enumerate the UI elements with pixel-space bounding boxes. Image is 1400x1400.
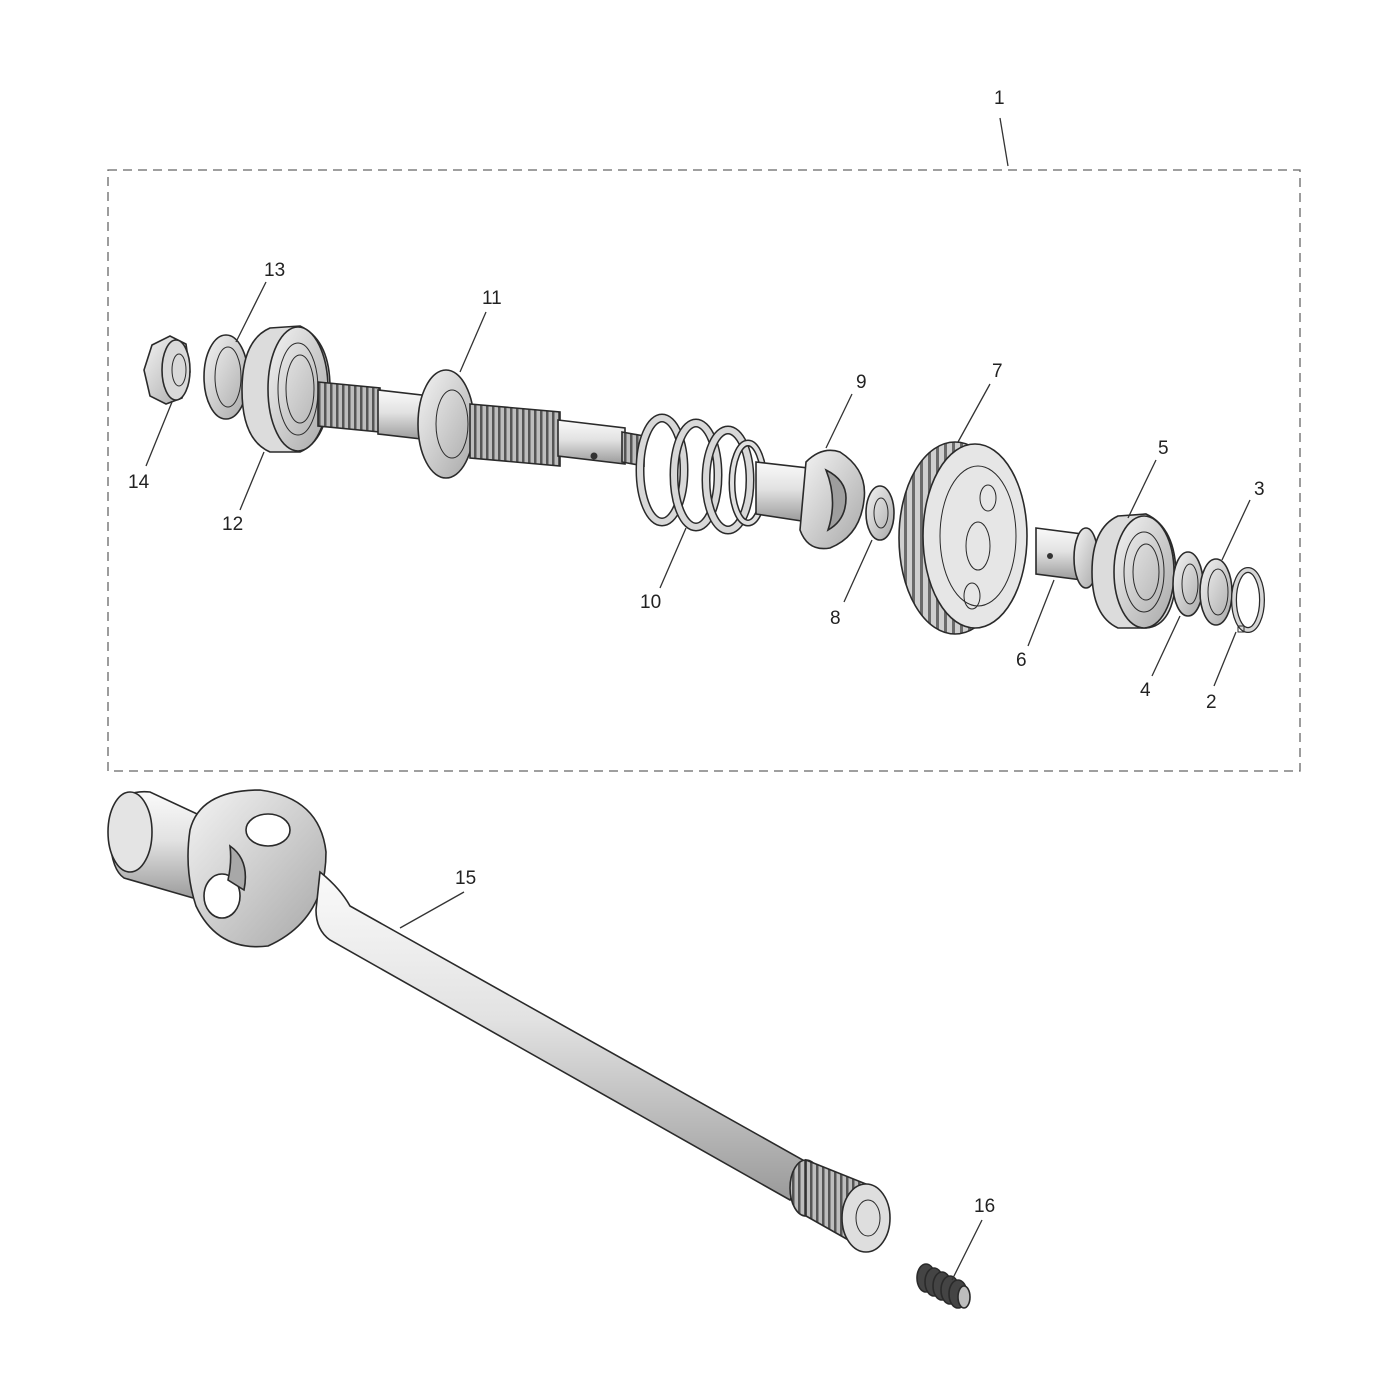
leader-11: [459, 311, 487, 373]
shaft-assembly: [143, 325, 1265, 635]
callout-6: 6: [1016, 650, 1027, 671]
part-4-clip: [1172, 551, 1204, 617]
shaft-tube: [755, 461, 809, 523]
leader-lines: [145, 117, 1251, 1281]
callout-12: 12: [222, 514, 243, 535]
part-3-shim: [1199, 558, 1233, 626]
callout-15: 15: [455, 868, 476, 889]
callout-13: 13: [264, 260, 285, 281]
leader-8: [843, 539, 873, 603]
callout-7: 7: [992, 361, 1003, 382]
part-16-spring: [916, 1263, 971, 1309]
leader-2: [1213, 631, 1237, 687]
part-12-bearing: [241, 325, 331, 453]
callout-3: 3: [1254, 479, 1265, 500]
callout-11: 11: [482, 288, 502, 309]
leader-15: [399, 891, 465, 929]
leader-3: [1221, 499, 1251, 561]
part-14-nut: [143, 335, 191, 405]
callout-10: 10: [640, 592, 661, 613]
part-2-circlip: [1231, 567, 1265, 633]
drive-shaft-splined-end: [789, 1158, 891, 1253]
assembly-boundary-box: [107, 169, 1301, 772]
leader-9: [825, 393, 853, 449]
callout-9: 9: [856, 372, 867, 393]
part-15-drive-shaft: [107, 789, 891, 1253]
leader-4: [1151, 615, 1181, 677]
callout-2: 2: [1206, 692, 1217, 713]
callout-1: 1: [994, 88, 1005, 109]
leader-10: [659, 527, 687, 589]
leader-13: [235, 281, 267, 343]
part-6-spacer: [1035, 527, 1099, 589]
leader-16: [951, 1219, 983, 1281]
part-8-washer: [865, 485, 895, 541]
callout-8: 8: [830, 608, 841, 629]
part-11-main-shaft: [317, 369, 645, 479]
part-9-cam: [799, 449, 866, 550]
callout-5: 5: [1158, 438, 1169, 459]
leader-6: [1027, 579, 1055, 647]
callout-4: 4: [1140, 680, 1151, 701]
part-7-gear: [898, 441, 1028, 635]
callout-16: 16: [974, 1196, 995, 1217]
leader-7: [957, 383, 991, 443]
leader-12: [239, 451, 265, 511]
part-13-washer: [203, 334, 249, 420]
leader-14: [145, 401, 173, 467]
callout-labels: 1 2 3 4 5 6 7 8 9 10 11 12 13 14 15 16: [128, 88, 1265, 1217]
part-10-spring: [635, 413, 768, 535]
leader-5: [1127, 459, 1157, 519]
leader-1: [999, 117, 1009, 167]
part-5-bearing: [1091, 513, 1177, 629]
callout-14: 14: [128, 472, 150, 493]
